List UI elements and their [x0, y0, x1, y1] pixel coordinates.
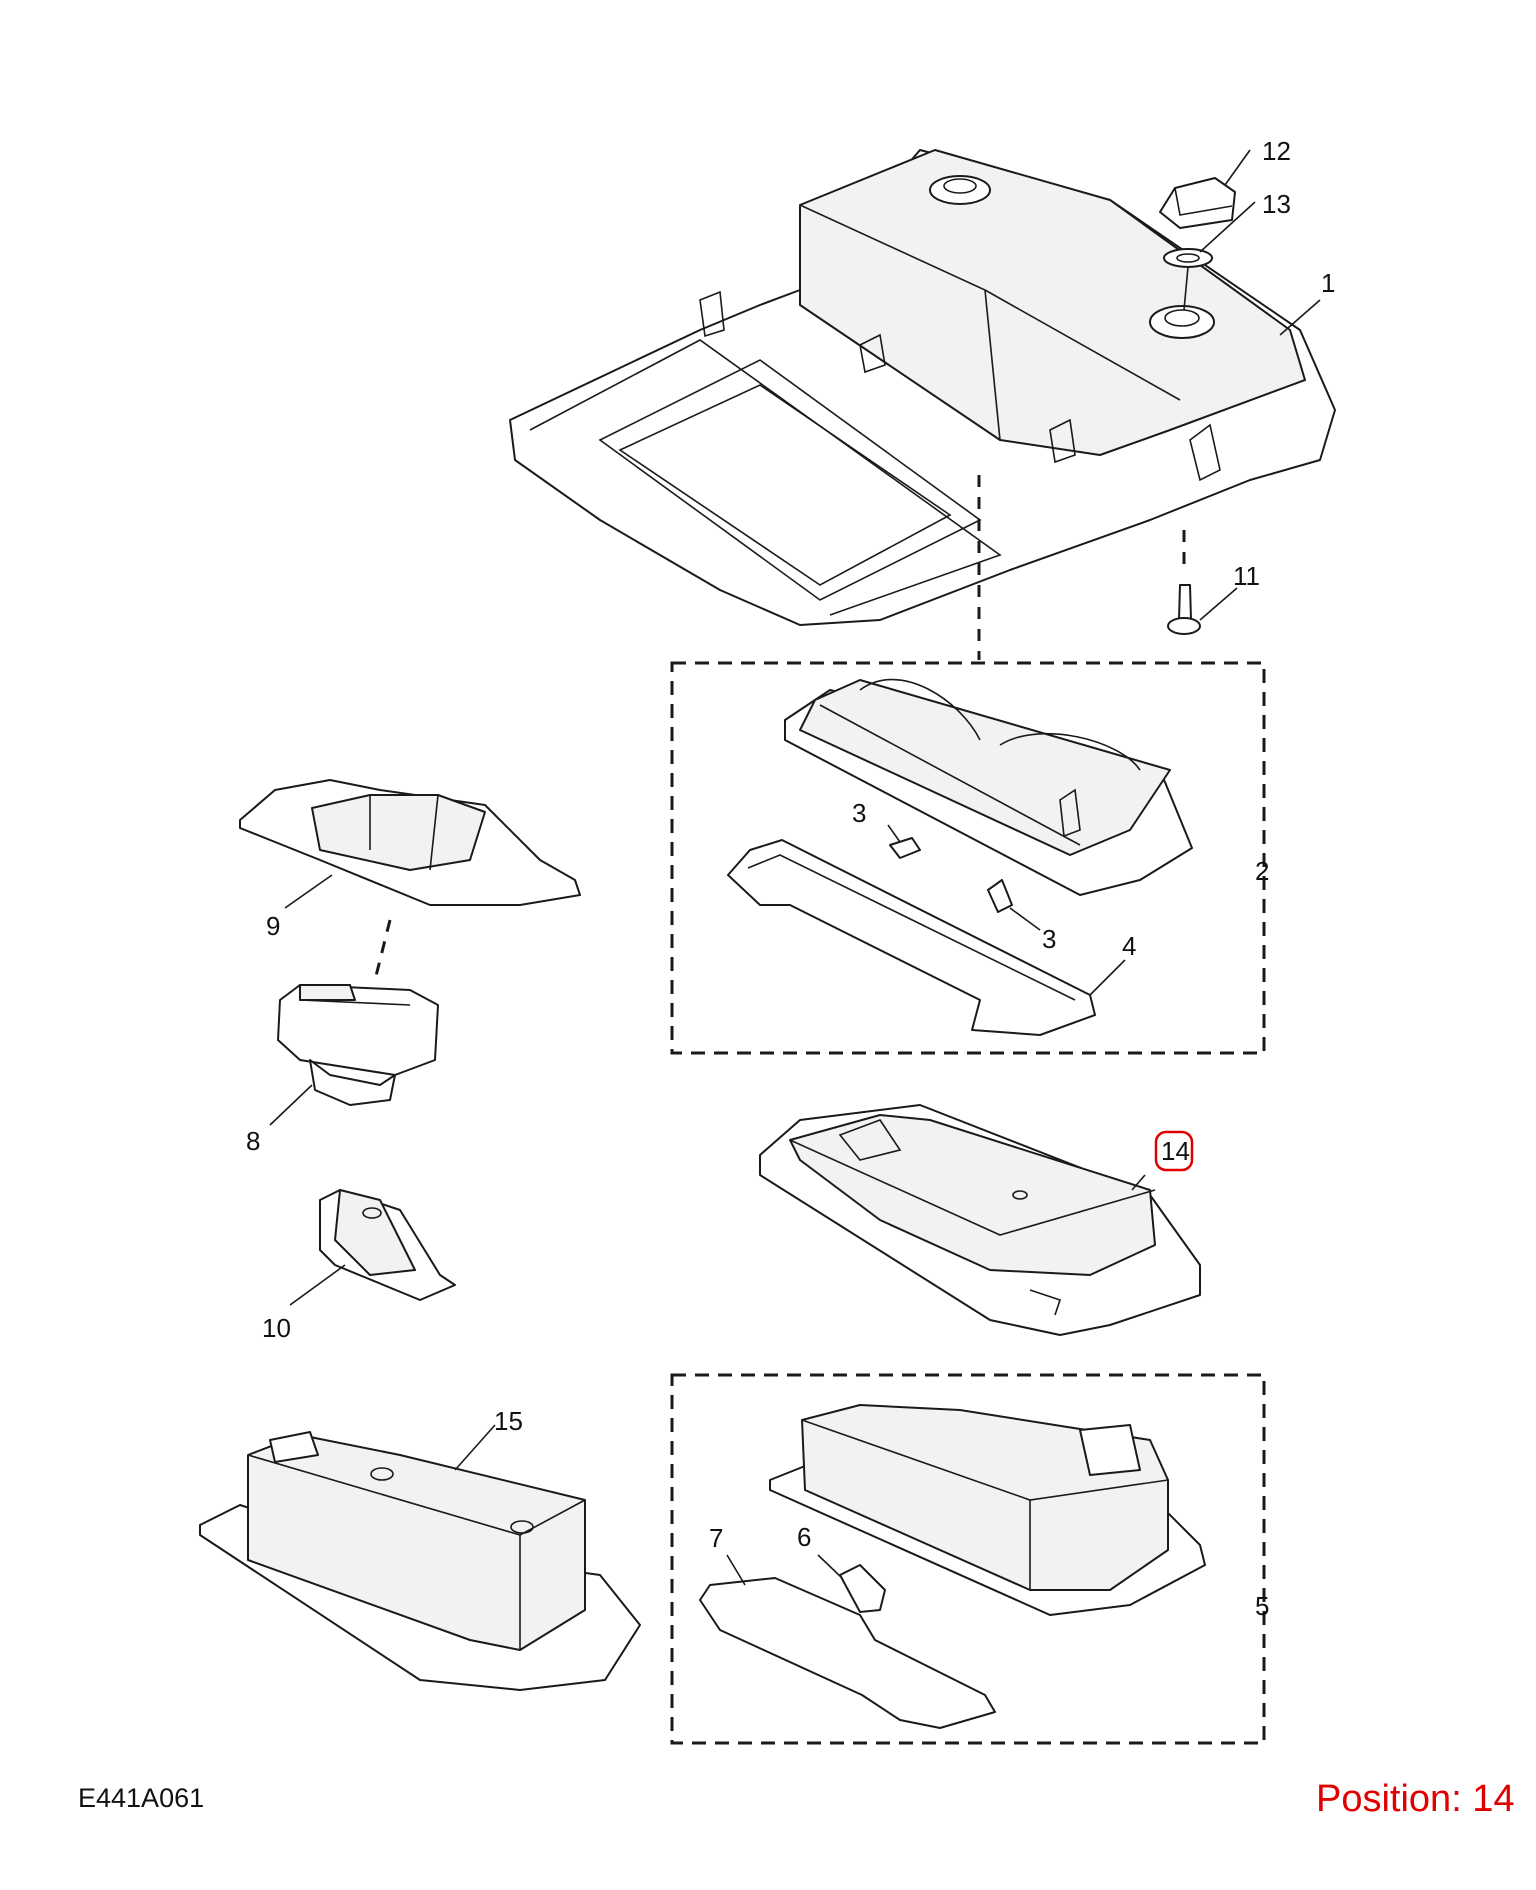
- callout-3-upper: 3: [852, 798, 866, 828]
- part-6-bulb[interactable]: [839, 1564, 886, 1613]
- fastener-axis-13: [1183, 266, 1189, 311]
- callout-3-lower: 3: [1042, 924, 1056, 954]
- assembly-5-boundary: [670, 1373, 1266, 1745]
- part-1-console-housing[interactable]: [509, 149, 1336, 626]
- assembly-axis-9-8: [373, 919, 392, 981]
- part-12-clip[interactable]: [1159, 177, 1236, 229]
- assembly-2-boundary: [670, 661, 1266, 1055]
- part-15-console-lamp[interactable]: [199, 1431, 641, 1691]
- callout-7: 7: [709, 1523, 723, 1553]
- part-10-small-lamp[interactable]: [319, 1189, 456, 1301]
- callout-14: 14: [1161, 1136, 1190, 1166]
- part-2-lamp-module[interactable]: [784, 678, 1193, 896]
- position-label: Position: 14: [1316, 1778, 1515, 1820]
- part-7-lens[interactable]: [699, 1577, 996, 1729]
- part-13-washer[interactable]: [1163, 248, 1213, 268]
- callout-2: 2: [1255, 856, 1269, 886]
- part-4-lens[interactable]: [727, 839, 1096, 1036]
- part-8-switch[interactable]: [277, 984, 439, 1106]
- callout-9: 9: [266, 911, 280, 941]
- highlight-ring-14: [1154, 1130, 1194, 1172]
- part-14-console-lamp[interactable]: [759, 1104, 1201, 1336]
- callout-5: 5: [1255, 1591, 1269, 1621]
- callout-15: 15: [494, 1406, 523, 1436]
- part-11-screw[interactable]: [1167, 584, 1201, 635]
- callout-10: 10: [262, 1313, 291, 1343]
- diagram-code: E441A061: [78, 1783, 205, 1813]
- callout-11: 11: [1233, 561, 1260, 591]
- callout-4: 4: [1122, 931, 1136, 961]
- part-9-bezel[interactable]: [239, 779, 581, 906]
- part-3-bulb-upper[interactable]: [889, 837, 921, 859]
- callout-1: 1: [1321, 268, 1335, 298]
- callout-12: 12: [1262, 136, 1291, 166]
- callout-6: 6: [797, 1522, 811, 1552]
- callout-13: 13: [1262, 189, 1291, 219]
- part-5-console-lamp[interactable]: [769, 1404, 1206, 1616]
- callout-8: 8: [246, 1126, 260, 1156]
- part-3-bulb-lower[interactable]: [987, 879, 1013, 913]
- leader-lines: [269, 149, 1321, 1586]
